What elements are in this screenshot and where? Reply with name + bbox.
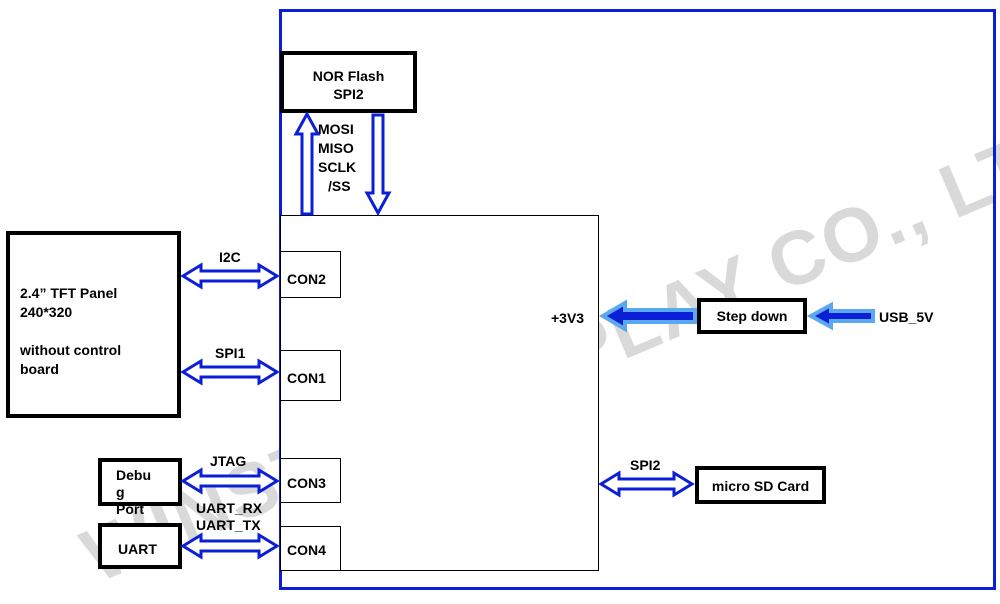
debug-port-label-line1: Debu: [116, 467, 151, 483]
tft-panel-note-line2: board: [20, 361, 59, 377]
con4-label: CON4: [287, 542, 326, 558]
micro-sd-label: micro SD Card: [711, 478, 810, 494]
con3-box: [280, 458, 341, 503]
micro-sd-box: [695, 466, 826, 504]
spi1-arrow: [180, 358, 280, 386]
bus-label-spi2-sd: SPI2: [630, 457, 661, 473]
con3-label: CON3: [287, 475, 326, 491]
signal-miso: MISO: [318, 140, 354, 156]
tft-panel-box: [6, 231, 181, 418]
nor-flash-box: [280, 51, 417, 113]
debug-port-label-line2: g: [116, 484, 125, 500]
power-arrow-usb: [806, 301, 875, 331]
con1-label: CON1: [287, 370, 326, 386]
spi-down-arrow: [364, 113, 392, 217]
bus-label-uart-rx: UART_RX: [196, 500, 263, 516]
bus-label-i2c: I2C: [219, 249, 241, 265]
i2c-arrow: [180, 262, 280, 290]
con1-box: [280, 350, 341, 401]
con2-box: [280, 251, 341, 298]
bus-label-spi1: SPI1: [215, 345, 246, 361]
uart-arrow: [180, 532, 280, 560]
tft-panel-resolution: 240*320: [20, 304, 73, 320]
step-down-box: [697, 298, 807, 334]
jtag-arrow: [180, 467, 280, 495]
signal-ss: /SS: [328, 178, 351, 194]
nor-flash-label: NOR Flash: [312, 68, 385, 84]
uart-label: UART: [118, 541, 157, 557]
bus-label-jtag: JTAG: [210, 453, 247, 469]
debug-port-label-line3: Port: [116, 501, 144, 517]
con2-label: CON2: [287, 271, 326, 287]
power-rail-label: +3V3: [551, 310, 585, 326]
uart-box: [98, 523, 182, 569]
spi-up-arrow: [293, 110, 321, 216]
tft-panel-note-line1: without control: [20, 342, 122, 358]
signal-mosi: MOSI: [318, 121, 354, 137]
debug-port-box: [98, 458, 182, 506]
con4-box: [280, 526, 341, 571]
nor-flash-bus-label: SPI2: [333, 86, 364, 102]
tft-panel-title: 2.4” TFT Panel: [20, 285, 118, 301]
spi2-sd-arrow: [598, 470, 695, 498]
signal-sclk: SCLK: [318, 159, 357, 175]
bus-label-uart-tx: UART_TX: [196, 517, 261, 533]
step-down-label: Step down: [716, 308, 788, 324]
power-arrow-3v3: [599, 299, 697, 333]
usb-5v-label: USB_5V: [879, 309, 934, 325]
